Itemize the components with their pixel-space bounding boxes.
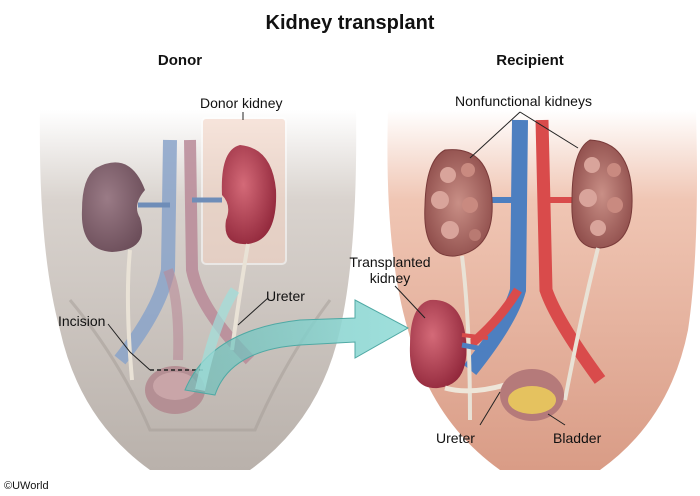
- label-donor-kidney: Donor kidney: [200, 95, 283, 111]
- donor-left-kidney: [81, 162, 170, 381]
- diagram-title: Kidney transplant: [265, 12, 435, 34]
- label-transplanted-kidney-line2: kidney: [369, 270, 411, 286]
- transfer-arrow: [184, 287, 410, 396]
- recipient-heading: Recipient: [496, 52, 564, 69]
- label-donor-ureter: Ureter: [266, 288, 305, 304]
- recipient-vessels: [463, 119, 606, 384]
- transplanted-kidney: [409, 299, 506, 394]
- recipient-nonfunctional-kidney-right: [571, 139, 633, 249]
- copyright-notice: ©UWorld: [4, 480, 49, 492]
- donor-bladder: [145, 366, 205, 414]
- donor-leader-lines: [107, 112, 269, 371]
- donor-right-kidney: [192, 145, 277, 351]
- recipient-leader-lines: [394, 111, 579, 426]
- label-transplanted-kidney: Transplanted kidney: [340, 254, 440, 286]
- label-bladder: Bladder: [553, 430, 602, 446]
- donor-heading: Donor: [157, 52, 203, 69]
- label-incision: Incision: [58, 313, 106, 329]
- recipient-nonfunctional-kidney-left: [424, 149, 493, 257]
- label-recipient-ureter: Ureter: [436, 430, 475, 446]
- recipient-bladder: [500, 369, 564, 421]
- label-nonfunctional-kidneys: Nonfunctional kidneys: [455, 93, 592, 109]
- label-transplanted-kidney-line1: Transplanted: [349, 254, 431, 270]
